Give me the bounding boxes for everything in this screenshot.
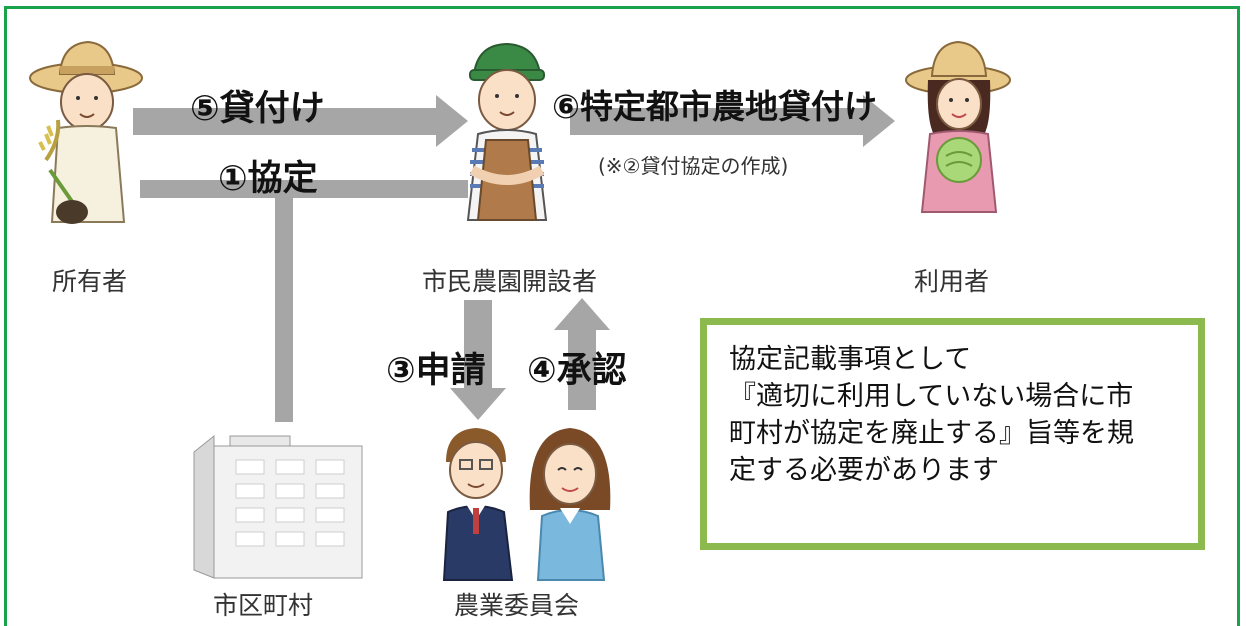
farm-operator-illustration	[466, 42, 548, 221]
note-box: 協定記載事項として 『適切に利用していない場合に市 町村が協定を廃止する』旨等を…	[700, 318, 1205, 550]
agreement-step-label: ①協定	[218, 159, 318, 199]
note-line: 協定記載事項として	[729, 344, 972, 375]
note-line: 『適切に利用していない場合に市	[729, 381, 1134, 412]
urban-lease-note: (※②貸付協定の作成)	[598, 154, 789, 178]
note-line: 定する必要があります	[729, 455, 999, 486]
apply-arrow	[450, 300, 506, 420]
lease-arrow	[133, 95, 468, 147]
municipality-label: 市区町村	[213, 591, 314, 620]
agri-committee-label: 農業委員会	[454, 591, 580, 620]
user-illustration	[905, 40, 1011, 213]
lease-step-label: ⑤貸付け	[190, 89, 325, 129]
urban-lease-step-label: ⑥特定都市農地貸付け	[552, 87, 877, 126]
user-label: 利用者	[914, 267, 990, 296]
approve-arrow	[554, 298, 610, 410]
agreement-connector	[140, 180, 468, 422]
urban-lease-arrow	[570, 95, 895, 147]
agri-committee-illustration	[442, 428, 611, 581]
apply-step-label: ③申請	[386, 351, 486, 391]
note-line: 町村が協定を廃止する』旨等を規	[729, 418, 1134, 449]
diagram-frame	[4, 6, 1240, 626]
farm-operator-label: 市民農園開設者	[422, 267, 598, 296]
approve-step-label: ④承認	[527, 351, 627, 391]
municipality-building-illustration	[193, 434, 363, 579]
owner-label: 所有者	[52, 267, 128, 296]
owner-illustration	[29, 40, 143, 224]
